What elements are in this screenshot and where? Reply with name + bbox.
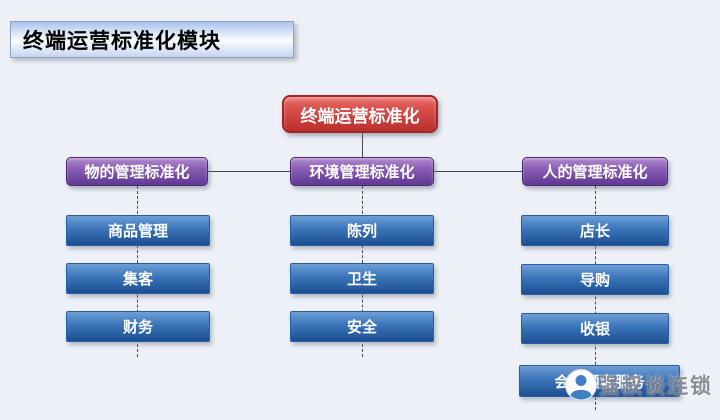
node-child-finance: 财务 (66, 311, 210, 342)
node-child-display: 陈列 (290, 215, 434, 246)
watermark-person-avatar-icon (564, 368, 598, 402)
connector-root-to-center-branch (362, 133, 363, 158)
page-title: 终端运营标准化模块 (10, 21, 294, 58)
node-child-goods-management: 商品管理 (66, 215, 210, 246)
connector-branch1-branch2 (208, 171, 290, 172)
node-child-customer-gathering: 集客 (66, 263, 210, 294)
connector-branch2-branch3 (434, 171, 522, 172)
node-child-shopping-guide: 导购 (521, 264, 669, 295)
watermark-text: 强叔谈连锁 (598, 375, 713, 398)
node-child-cashier: 收银 (521, 313, 669, 344)
node-root: 终端运营标准化 (282, 95, 438, 133)
node-branch-environment-management: 环境管理标准化 (290, 157, 434, 186)
page-title-text: 终端运营标准化模块 (23, 29, 221, 53)
node-child-safety: 安全 (290, 311, 434, 342)
connector-branch3-children-dashed (595, 186, 596, 410)
watermark: 强叔谈连锁 (564, 368, 713, 402)
node-child-member-customer-service: 会员顾客服务 (519, 365, 680, 397)
node-child-store-manager: 店长 (521, 215, 669, 246)
node-branch-things-management: 物的管理标准化 (66, 157, 208, 186)
node-child-hygiene: 卫生 (290, 263, 434, 294)
node-branch-people-management: 人的管理标准化 (522, 157, 668, 186)
